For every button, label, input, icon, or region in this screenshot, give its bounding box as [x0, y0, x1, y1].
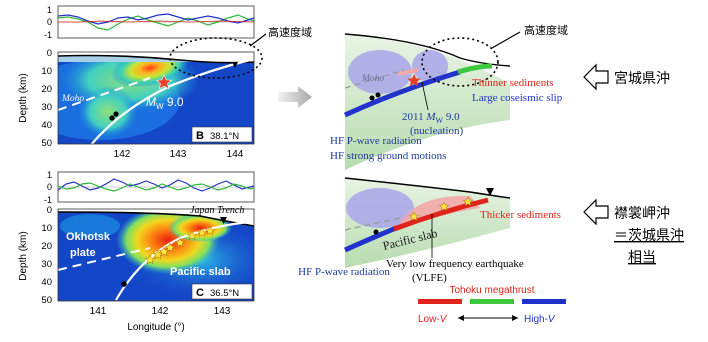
panel-b-callout-text: 高速度域	[268, 25, 312, 39]
panel-b-moho-label: Moho	[61, 94, 84, 104]
panel-b-wave-green	[57, 14, 255, 31]
panel-c-depth-tick: 40	[41, 277, 52, 288]
panel-c-depth-tick: 0	[47, 205, 52, 216]
panel-b-wave-red	[58, 20, 255, 23]
panel-c-plate-label: plate	[70, 247, 96, 259]
schematic-top: Moho 高速度域 Thinner sediments Large coseis…	[330, 23, 568, 170]
schematic-top-hypocenter-star	[407, 74, 421, 87]
panel-c-depth-tick: 10	[41, 223, 52, 234]
panel-b-mini-plot: 1 0 -1	[44, 5, 255, 40]
panel-b-moho-line	[58, 77, 151, 111]
panel-b-wave-blue	[57, 13, 255, 25]
panel-c-mini-tick: 1	[47, 170, 52, 180]
panel-c-letter: C	[196, 287, 204, 299]
schematic-bottom-vlfe-line1: Very low frequency earthquake	[386, 258, 524, 270]
schematic-top-moho-label: Moho	[361, 74, 384, 84]
miyagi-arrow-icon	[583, 63, 609, 91]
panel-c-mini-tick: -1	[44, 195, 52, 205]
panel-b-depth-tick: 40	[41, 120, 52, 131]
schematic-bottom-thicker-sediments: Thicker sediments	[480, 209, 561, 221]
panel-b-dotted-ellipse	[169, 37, 263, 79]
panel-c-mini-tick: 0	[47, 182, 52, 192]
schematic-bottom-vlfe-line2: (VLFE)	[412, 272, 447, 284]
schematic-top-callout-text: 高速度域	[524, 23, 568, 37]
panel-c-y-axis-label: Depth (km)	[18, 231, 29, 280]
legend-swatch-low	[418, 299, 462, 304]
panel-b-lon-tick: 144	[227, 149, 244, 160]
panel-c-lon-tick: 141	[90, 306, 107, 317]
panel-b-depth-tick: 30	[41, 102, 52, 113]
annotation-boso-line1: 襟裳岬沖	[614, 206, 670, 222]
schematic-top-large-slip: Large coseismic slip	[472, 92, 563, 104]
panel-c-depth-tick: 20	[41, 241, 52, 252]
annotation-boso-line2: ＝茨城県沖	[614, 228, 684, 244]
panel-b: 1 0 -1 Moho MW 9.0 B 38.1°N Depth (	[18, 5, 312, 160]
schematic-top-hf-line2: HF strong ground motions	[330, 150, 446, 162]
panel-c-lat-label: 36.5°N	[210, 288, 239, 299]
legend-low-label: Low-V	[418, 314, 448, 325]
schematic-top-dotted-ellipse	[421, 37, 499, 87]
panel-b-lat-label: 38.1°N	[210, 131, 239, 142]
schematic-top-thinner-sediments: Thinner sediments	[472, 77, 554, 89]
schematic-bottom-megathrust-red	[393, 197, 489, 232]
panel-c-japan-trench-label: Japan Trench	[190, 205, 244, 216]
schematic-top-nucleation: (nucleation)	[410, 125, 463, 137]
schematic-bottom-vlfe-stars	[408, 196, 474, 222]
schematic-bottom-megathrust-blue	[343, 225, 397, 253]
panel-c: 1 0 -1	[18, 170, 255, 333]
panel-b-depth-tick: 50	[41, 138, 52, 149]
legend-title: Tohoku megathrust	[449, 285, 534, 296]
panel-b-mini-tick: 0	[47, 17, 52, 27]
panel-c-wave-green	[57, 182, 255, 192]
panel-b-lon-tick: 143	[170, 149, 187, 160]
schematic-top-eq-label: 2011 MW 9.0	[402, 111, 460, 125]
panel-b-letter: B	[196, 130, 204, 142]
legend-high-label: High-V	[524, 314, 556, 325]
legend-swatch-high	[522, 299, 566, 304]
legend: Tohoku megathrust Low-V High-V	[418, 285, 566, 325]
panel-b-mw-label: MW 9.0	[146, 95, 184, 111]
right-annotations: 宮城県沖 襟裳岬沖 ＝茨城県沖 相当	[583, 63, 684, 266]
panel-c-moho-line	[58, 247, 151, 271]
annotation-miyagi: 宮城県沖	[614, 71, 670, 87]
panel-b-lon-tick: 142	[114, 149, 131, 160]
panel-b-depth-tick: 20	[41, 84, 52, 95]
panel-c-lon-tick: 143	[214, 306, 231, 317]
panel-c-depth-tick: 30	[41, 259, 52, 270]
panel-c-okhotsk-label: Okhotsk	[66, 231, 111, 243]
schematic-bottom: Thicker sediments Pacific slab Very low …	[298, 177, 561, 284]
panel-c-depth-tick: 50	[41, 295, 52, 306]
panel-c-x-axis-label: Longitude (°)	[127, 322, 184, 333]
boso-arrow-icon	[583, 198, 609, 226]
panel-b-depth-tick: 0	[47, 48, 52, 59]
annotation-boso-line3: 相当	[628, 250, 656, 266]
schematic-top-megathrust-blue	[343, 69, 461, 118]
panel-c-mini-plot: 1 0 -1	[44, 170, 255, 205]
schematic-top-megathrust-green	[457, 63, 493, 75]
panel-b-hypocenter-star	[155, 74, 173, 90]
panel-b-mini-tick: -1	[44, 30, 52, 40]
transition-arrow	[278, 86, 312, 108]
panel-c-pacific-label: Pacific slab	[170, 266, 231, 278]
panel-b-mini-tick: 1	[47, 5, 52, 15]
schematic-bottom-hf-line1: HF P-wave radiation	[298, 266, 390, 278]
panel-b-slab-interface	[90, 58, 251, 144]
panel-c-vlfe-stars	[144, 225, 216, 265]
legend-swatch-mid	[470, 299, 514, 304]
panel-b-y-axis-label: Depth (km)	[18, 73, 29, 122]
schematic-top-hf-line1: HF P-wave radiation	[330, 135, 422, 147]
panel-b-depth-tick: 10	[41, 66, 52, 77]
panel-c-lon-tick: 142	[152, 306, 169, 317]
